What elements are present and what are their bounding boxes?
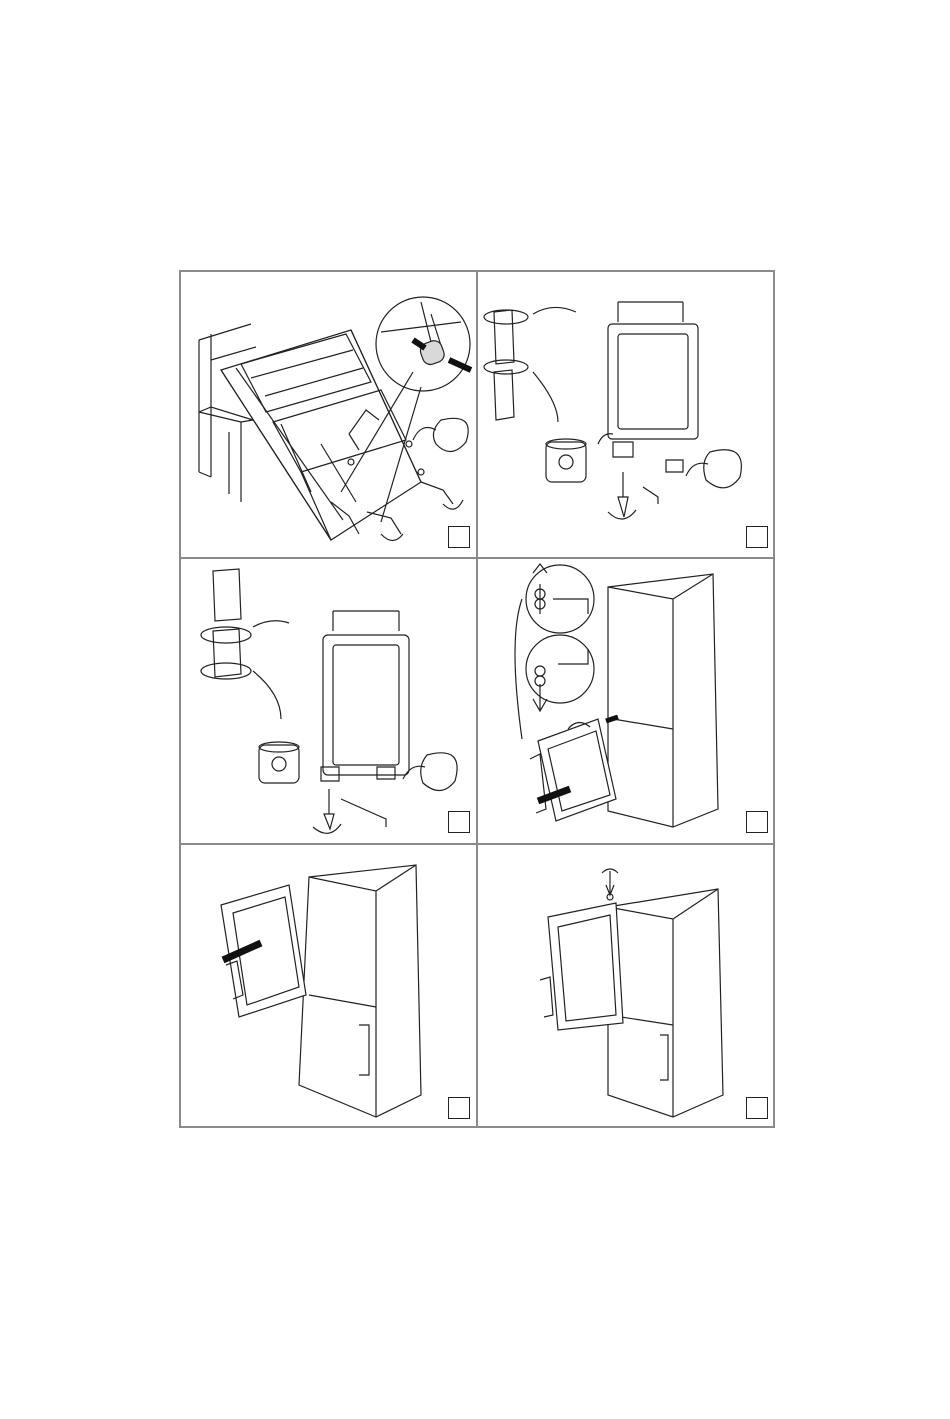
step-number-box <box>746 1097 768 1119</box>
fridge-icon <box>608 889 723 1117</box>
hinge-parts-icon <box>613 442 683 517</box>
panel-step-6 <box>478 845 775 1128</box>
door-icon <box>221 885 306 1017</box>
bin-icon <box>259 742 299 783</box>
door-removed-icon <box>201 569 289 719</box>
hinge-detail-icon <box>515 564 594 739</box>
step-number-box <box>448 526 470 548</box>
freezer-door-icon <box>484 307 576 422</box>
step-number-box <box>448 811 470 833</box>
fridge-icon <box>299 865 421 1117</box>
panel-step-4 <box>478 559 775 843</box>
door-icon <box>608 302 698 439</box>
step-number-box <box>746 811 768 833</box>
panel-step-2 <box>478 272 775 557</box>
screw-icon <box>606 871 614 900</box>
bin-icon <box>546 439 586 482</box>
bag-icon <box>403 753 457 791</box>
rotate-icon <box>313 824 341 833</box>
bag-icon <box>686 450 741 488</box>
panel-step-1 <box>181 272 476 557</box>
panel-step-3 <box>181 559 476 843</box>
door-icon <box>530 719 616 821</box>
step-number-box <box>448 1097 470 1119</box>
instruction-grid <box>179 270 775 1128</box>
hinge-parts-icon <box>321 767 395 829</box>
chair-icon <box>199 324 256 502</box>
door-icon <box>323 611 409 775</box>
panel-step-5 <box>181 845 476 1128</box>
step-number-box <box>746 526 768 548</box>
fridge-icon <box>608 574 718 827</box>
door-icon <box>540 903 623 1030</box>
bag-icon <box>413 418 468 451</box>
